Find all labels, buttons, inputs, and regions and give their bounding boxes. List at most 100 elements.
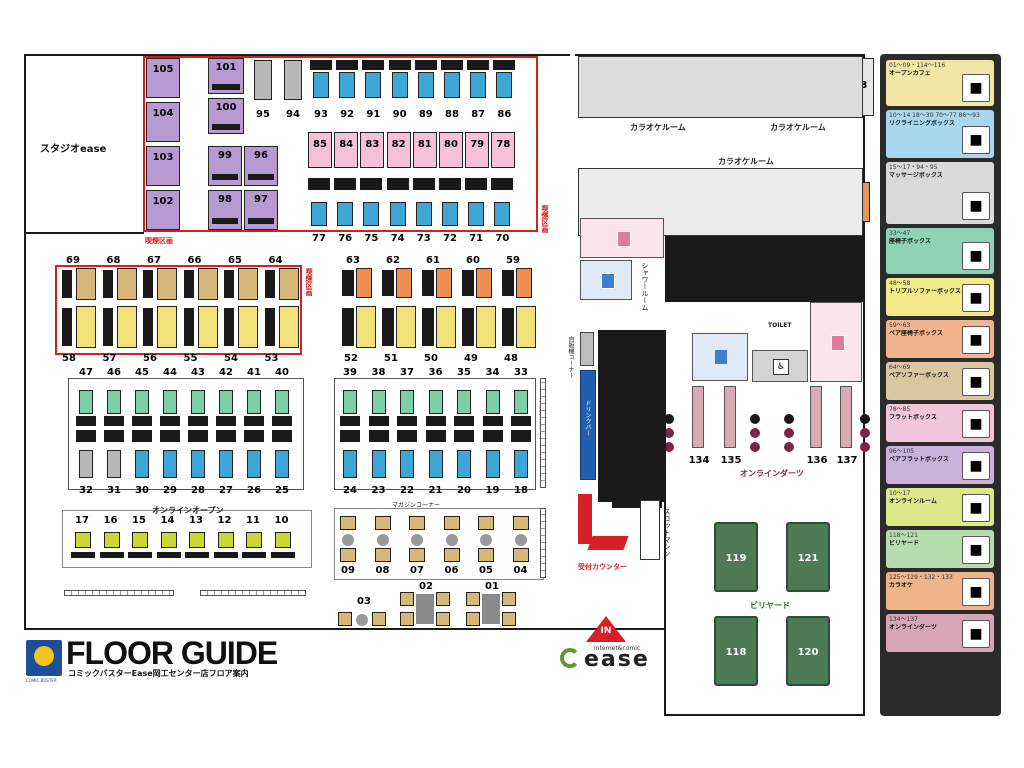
booth-seat[interactable] [443,548,460,562]
booth-seat[interactable] [337,202,354,226]
booth-seat[interactable] [157,268,177,300]
booth-seat[interactable] [428,450,443,478]
booth-seat[interactable] [485,390,500,414]
booth-seat[interactable] [465,132,490,168]
booth-seat[interactable] [502,612,516,626]
booth-seat[interactable] [189,532,205,548]
booth-seat[interactable] [439,132,463,168]
booth-seat[interactable] [512,548,529,562]
booth-seat[interactable] [238,306,258,348]
booth-seat[interactable] [516,306,536,348]
booth-seat[interactable] [374,516,391,530]
booth-seat[interactable] [444,72,460,98]
billiard-table[interactable]: 119 [714,522,758,592]
booth-seat[interactable] [339,72,356,98]
booth-seat[interactable] [274,532,291,548]
booth-seat[interactable] [146,190,180,230]
booth-seat[interactable] [157,306,177,348]
booth-seat[interactable] [107,390,121,414]
booth-seat[interactable] [340,516,356,530]
booth-seat[interactable] [254,60,272,100]
booth-seat[interactable] [476,306,496,348]
booth-seat[interactable] [386,132,411,168]
booth-seat[interactable] [400,592,414,606]
booth-seat[interactable] [311,202,327,226]
booth-seat[interactable] [146,58,180,98]
booth-seat[interactable] [275,450,289,478]
booth-seat[interactable] [485,450,500,478]
booth-seat[interactable] [400,390,414,414]
booth-seat[interactable] [163,390,177,414]
darts-machine[interactable] [810,386,822,448]
darts-machine[interactable] [840,386,852,448]
booth-seat[interactable] [238,268,258,300]
booth-seat[interactable] [356,306,376,348]
booth-seat[interactable] [409,516,425,530]
booth-seat[interactable] [197,268,218,300]
booth-seat[interactable] [436,268,452,298]
booth-seat[interactable] [516,268,532,298]
billiard-table[interactable]: 121 [786,522,830,592]
booth-seat[interactable] [334,132,359,168]
booth-seat[interactable] [443,516,460,530]
booth-seat[interactable] [436,306,456,348]
booth-seat[interactable] [356,268,372,298]
booth-seat[interactable] [468,202,485,226]
booth-seat[interactable] [219,450,233,478]
booth-seat[interactable] [247,450,261,478]
booth-seat[interactable] [219,390,233,414]
booth-seat[interactable] [389,202,406,226]
booth-seat[interactable] [400,612,414,626]
booth-seat[interactable] [116,268,137,300]
booth-seat[interactable] [338,612,352,626]
booth-seat[interactable] [308,132,332,168]
booth-seat[interactable] [491,132,516,168]
booth-seat[interactable] [163,450,177,478]
booth-seat[interactable] [103,532,120,548]
booth-seat[interactable] [494,202,511,226]
darts-machine[interactable] [724,386,736,448]
booth-seat[interactable] [502,592,516,606]
booth-seat[interactable] [278,306,299,348]
booth-seat[interactable] [470,72,487,98]
booth-seat[interactable] [217,532,234,548]
booth-seat[interactable] [75,532,91,548]
darts-machine[interactable] [692,386,704,448]
booth-seat[interactable] [107,450,121,478]
booth-seat[interactable] [371,390,386,414]
booth-seat[interactable] [135,450,149,478]
booth-seat[interactable] [146,102,180,142]
booth-seat[interactable] [514,450,528,478]
booth-seat[interactable] [374,548,391,562]
booth-seat[interactable] [135,390,149,414]
booth-seat[interactable] [412,132,437,168]
booth-seat[interactable] [76,306,96,348]
booth-seat[interactable] [160,532,177,548]
booth-seat[interactable] [313,72,329,98]
booth-seat[interactable] [146,146,180,186]
booth-seat[interactable] [76,268,96,300]
booth-seat[interactable] [247,390,261,414]
booth-seat[interactable] [371,450,386,478]
booth-seat[interactable] [476,268,492,298]
booth-seat[interactable] [514,390,528,414]
booth-seat[interactable] [275,390,289,414]
booth-seat[interactable] [79,450,93,478]
booth-seat[interactable] [372,612,386,626]
booth-seat[interactable] [396,306,416,348]
booth-seat[interactable] [436,592,450,606]
booth-seat[interactable] [409,548,425,562]
booth-seat[interactable] [79,390,93,414]
booth-seat[interactable] [197,306,218,348]
billiard-table[interactable]: 120 [786,616,830,686]
booth-seat[interactable] [340,548,356,562]
booth-seat[interactable] [132,532,148,548]
booth-seat[interactable] [466,612,480,626]
booth-seat[interactable] [478,548,494,562]
booth-seat[interactable] [365,72,382,98]
booth-seat[interactable] [457,390,471,414]
booth-seat[interactable] [396,268,412,298]
booth-seat[interactable] [415,202,432,226]
booth-seat[interactable] [391,72,408,98]
booth-seat[interactable] [278,268,299,300]
